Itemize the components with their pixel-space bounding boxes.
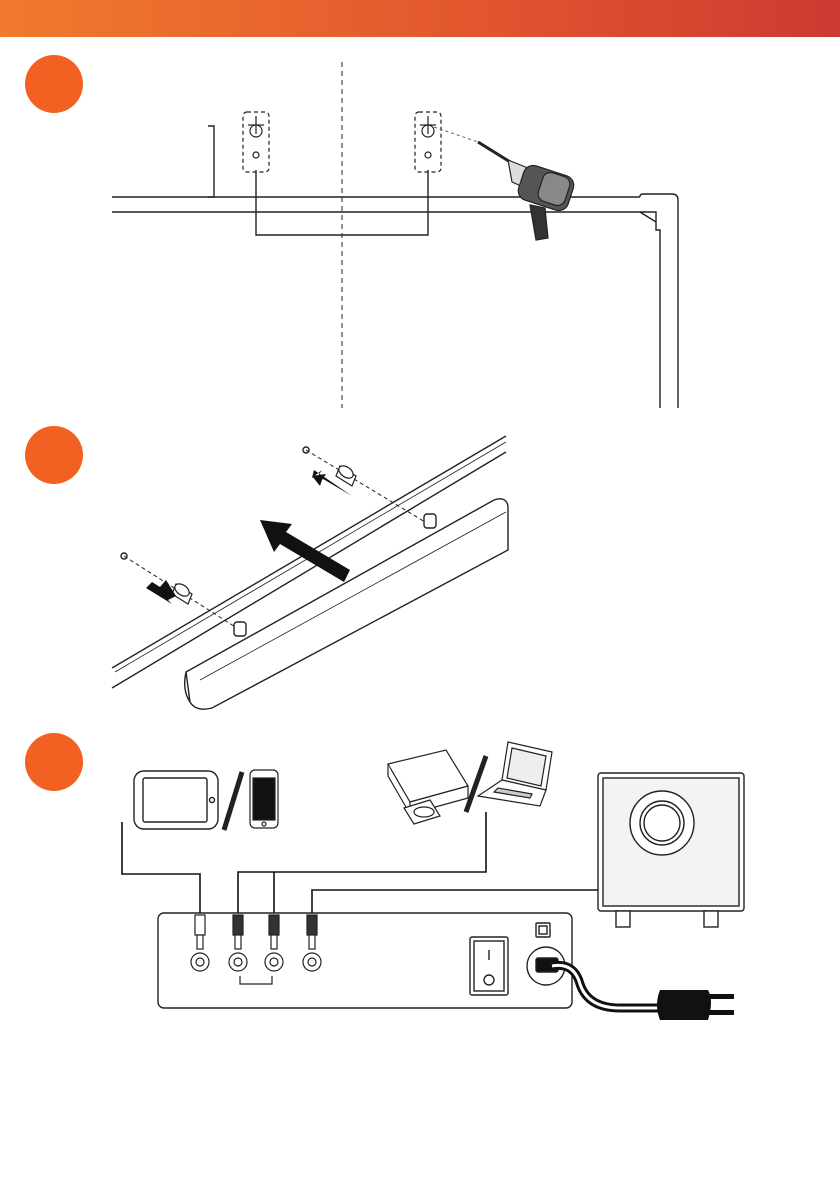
divider-slash-2 <box>466 756 486 812</box>
power-plug-icon <box>552 965 734 1020</box>
keyhole-bracket-right-icon <box>415 112 441 172</box>
screw-right-icon <box>336 463 356 486</box>
divider-slash <box>224 772 242 830</box>
keyhole-bracket-left-icon <box>243 112 269 172</box>
laptop-icon <box>478 742 552 806</box>
tablet-icon <box>134 771 218 829</box>
screw-left-icon <box>172 581 192 604</box>
dvd-player-icon <box>388 750 468 824</box>
step-1-diagram <box>112 62 678 408</box>
rear-panel <box>158 913 572 1008</box>
smartphone-icon <box>250 770 278 828</box>
subwoofer-icon <box>598 773 744 927</box>
drill-icon <box>478 142 576 240</box>
power-switch <box>470 937 508 995</box>
footer-fine-print <box>0 1183 840 1192</box>
